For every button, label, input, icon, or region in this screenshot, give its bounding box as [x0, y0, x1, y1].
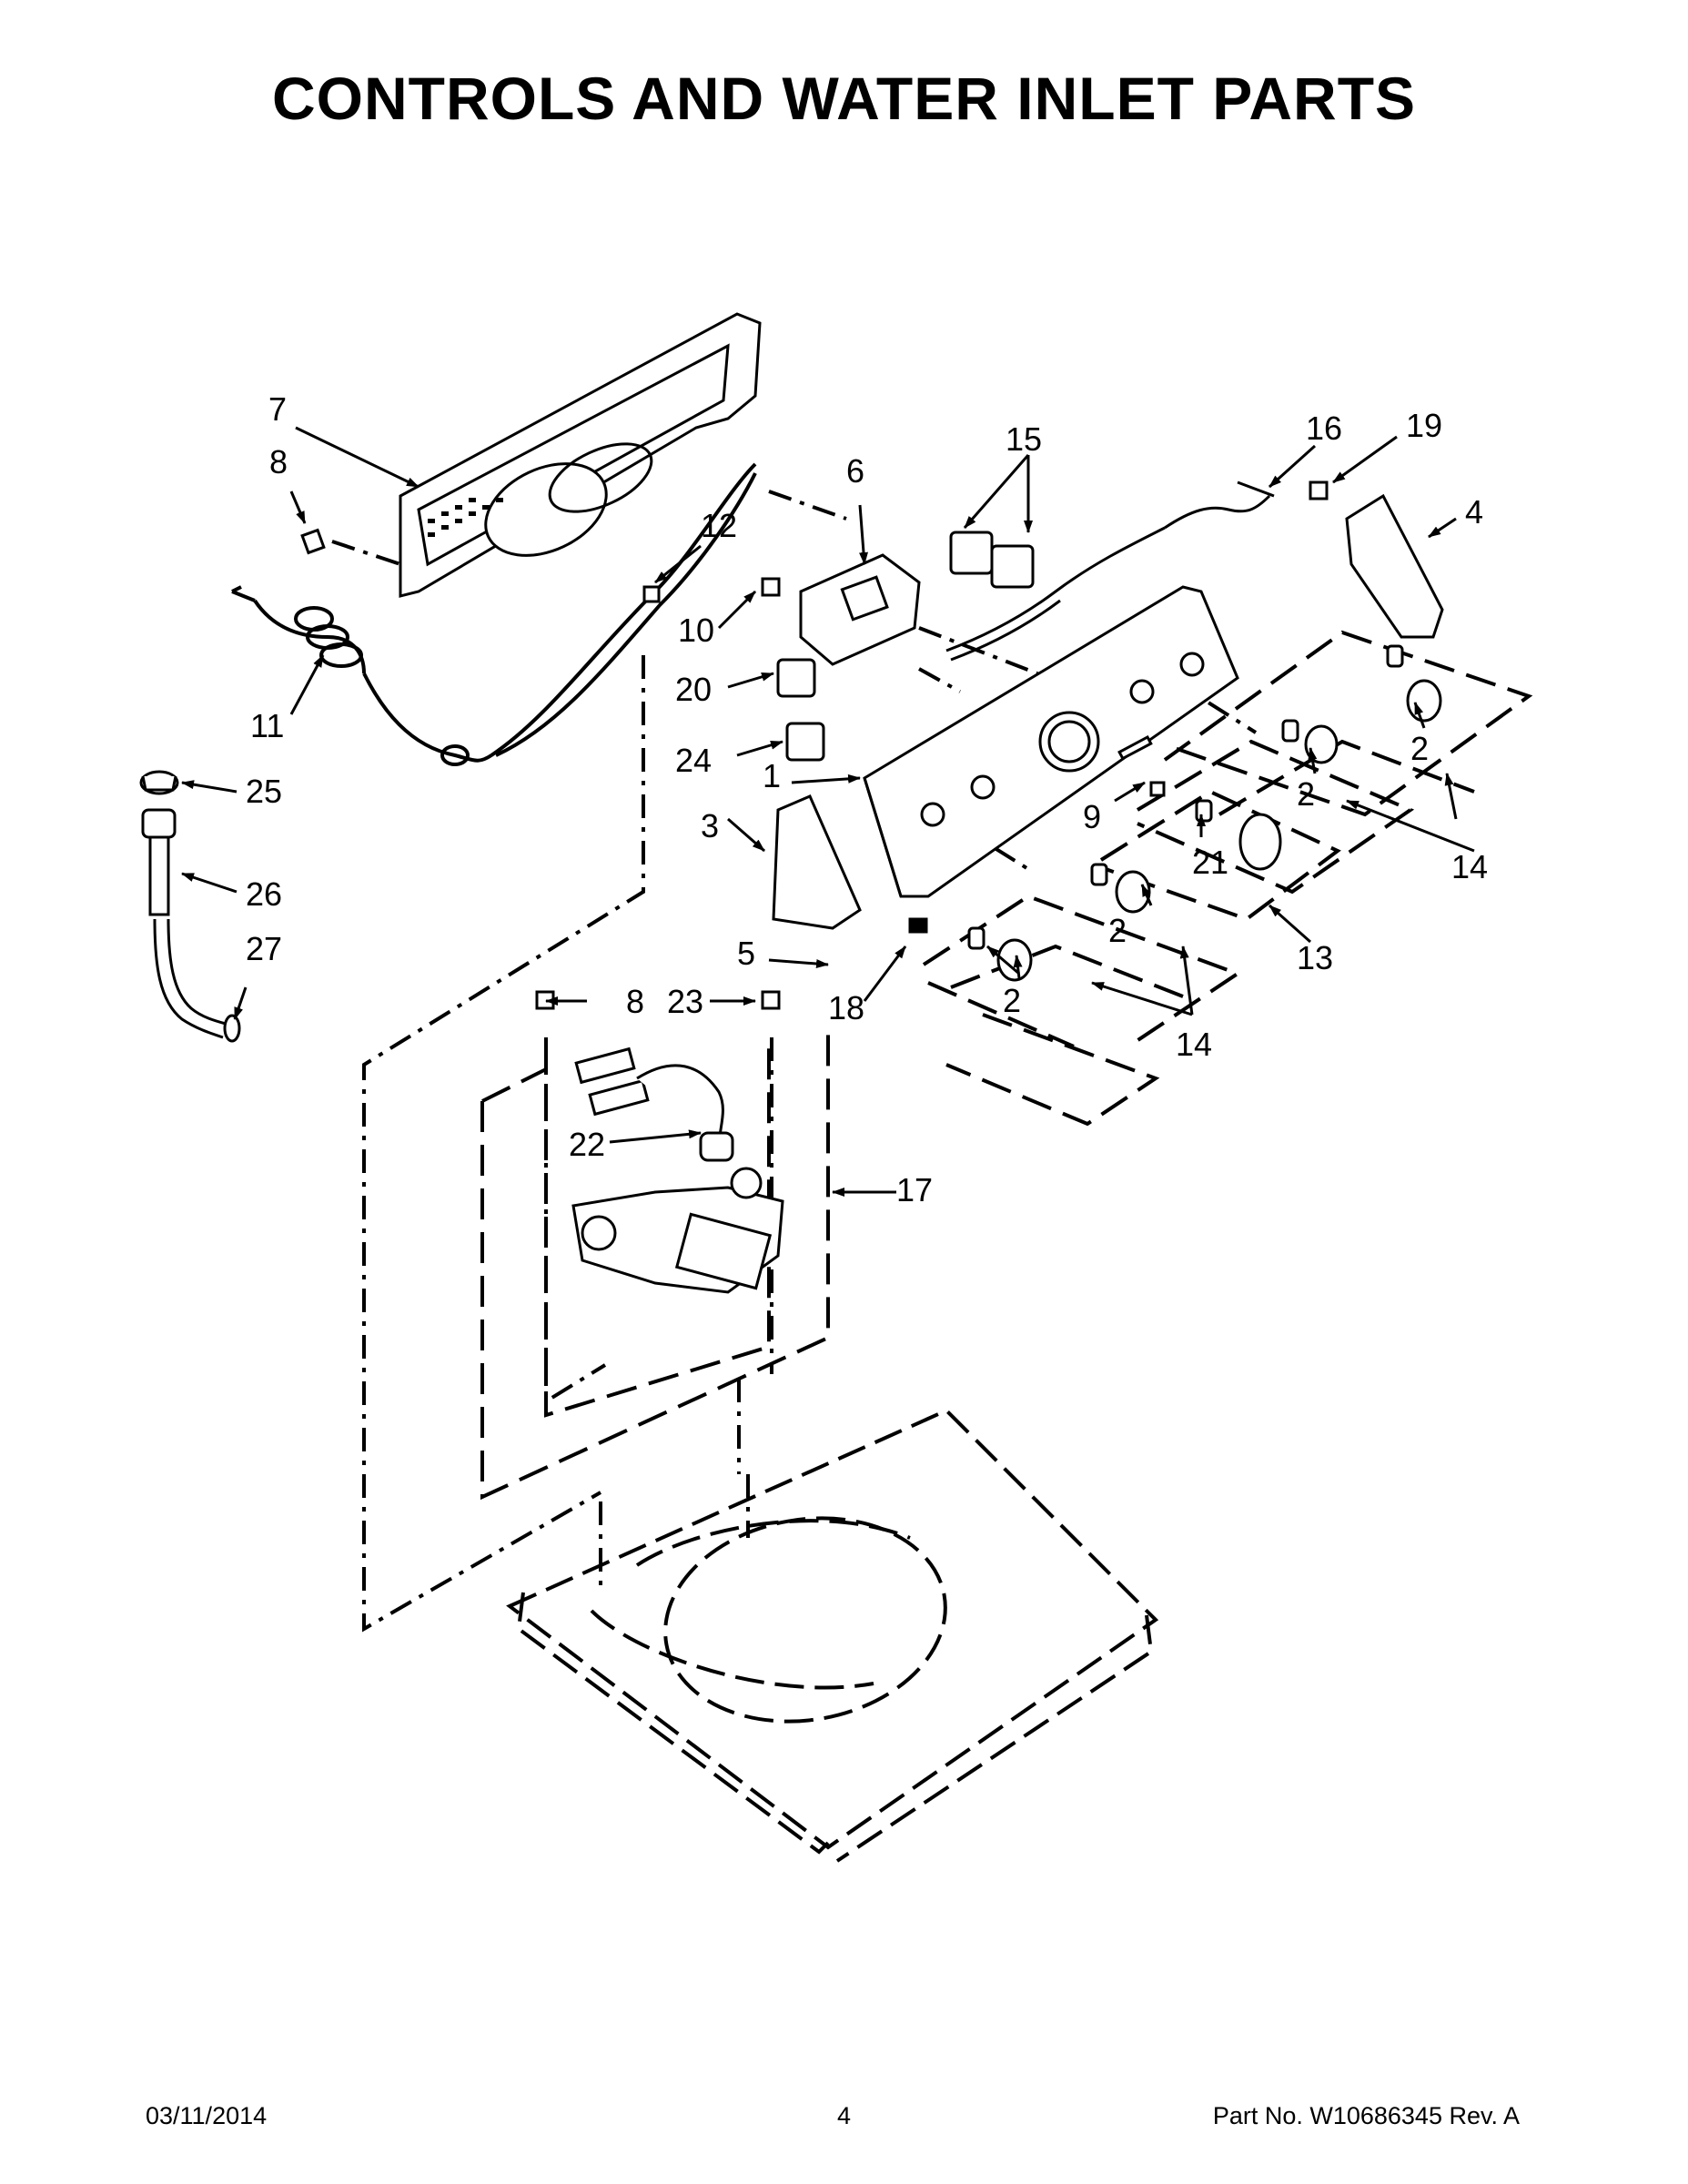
screws	[300, 480, 1329, 1010]
callout-19: 19	[1406, 407, 1442, 444]
page-title: CONTROLS AND WATER INLET PARTS	[271, 65, 1417, 132]
callout-20: 20	[675, 671, 712, 708]
callout-3: 3	[701, 807, 719, 844]
callout-25: 25	[246, 773, 282, 810]
leader-lines	[181, 426, 1475, 1197]
end-cap	[1345, 493, 1444, 639]
callout-4: 4	[1465, 493, 1483, 531]
callout-17: 17	[896, 1171, 933, 1208]
callout-14-upper: 14	[1451, 848, 1488, 885]
callout-2-a: 2	[1410, 730, 1429, 767]
callout-11: 11	[250, 707, 284, 744]
callout-13: 13	[1297, 939, 1333, 976]
callout-6: 6	[846, 452, 864, 490]
rotary-switches	[776, 531, 1035, 762]
inlet-hose-parts	[139, 770, 241, 1043]
callout-26: 26	[246, 875, 282, 913]
washer-top	[506, 1408, 1159, 1863]
callout-16: 16	[1306, 410, 1342, 447]
wire-harness	[945, 480, 1275, 662]
knob-group-dash-boxes	[480, 630, 1533, 1501]
callout-8-lower: 8	[626, 983, 644, 1020]
callout-15: 15	[1006, 420, 1042, 458]
callout-10: 10	[678, 612, 714, 649]
footer-date: 03/11/2014	[146, 2102, 268, 2129]
callout-18: 18	[828, 989, 864, 1026]
electronic-control-board	[799, 553, 921, 666]
callout-14-lower: 14	[1176, 1026, 1212, 1063]
water-valve	[571, 1046, 784, 1294]
callout-22: 22	[569, 1126, 605, 1163]
side-cap	[772, 794, 862, 930]
callout-23: 23	[667, 983, 703, 1020]
footer-page-number: 4	[836, 2102, 852, 2129]
callout-2-b: 2	[1297, 775, 1315, 813]
footer-part-number: Part No. W10686345 Rev. A	[1212, 2102, 1520, 2129]
knobs	[908, 644, 1442, 982]
callout-5: 5	[737, 935, 755, 972]
callout-27: 27	[246, 930, 282, 967]
back-panel	[399, 312, 762, 598]
callout-1: 1	[763, 757, 781, 794]
callout-21: 21	[1192, 844, 1228, 881]
callout-2-c: 2	[1108, 912, 1127, 949]
callout-2-d: 2	[1003, 982, 1021, 1019]
callout-7: 7	[268, 390, 287, 428]
callout-8-upper: 8	[269, 443, 288, 480]
callout-24: 24	[675, 742, 712, 779]
console	[863, 585, 1239, 898]
callout-12: 12	[701, 507, 737, 544]
callout-9: 9	[1083, 798, 1101, 835]
